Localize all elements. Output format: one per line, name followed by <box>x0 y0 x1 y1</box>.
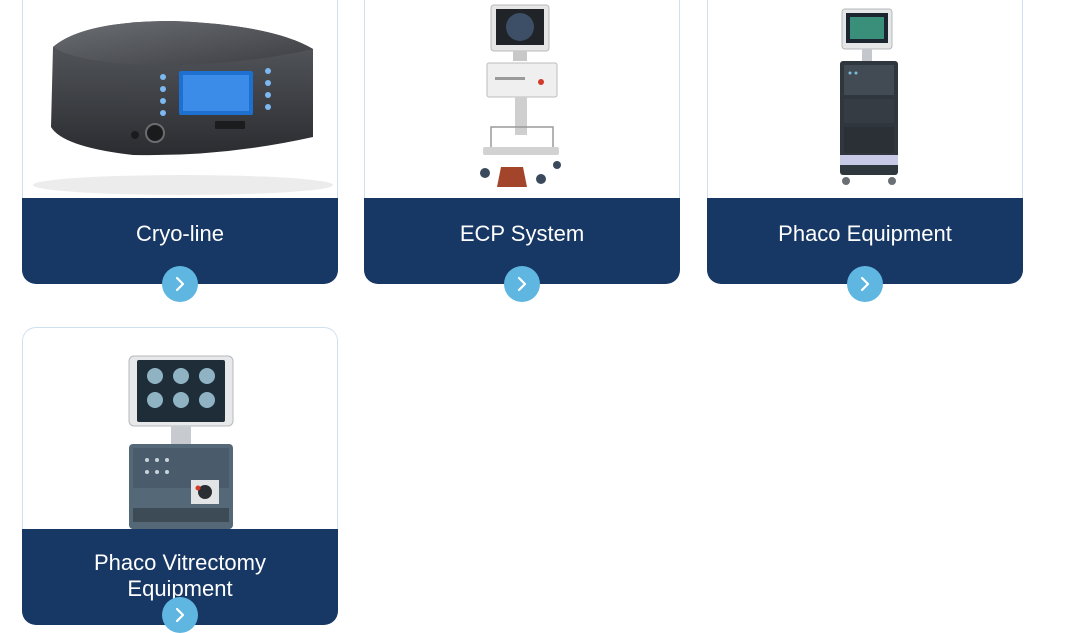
product-card-phaco-equipment[interactable]: Phaco Equipment <box>707 0 1023 302</box>
product-card-phaco-vitrectomy-equipment[interactable]: Phaco Vitrectomy Equipment <box>22 327 338 633</box>
product-image-cryo-line[interactable] <box>23 0 337 198</box>
product-image-phaco-vitrectomy-equipment[interactable] <box>23 328 337 529</box>
product-title: Phaco Vitrectomy Equipment <box>93 550 266 601</box>
product-card-ecp-system[interactable]: ECP System <box>364 0 680 302</box>
product-card-cryo-line[interactable]: Cryo-line <box>22 0 338 302</box>
product-image-ecp-system[interactable] <box>365 0 679 198</box>
view-product-button[interactable] <box>162 597 198 633</box>
product-title: Phaco Equipment <box>778 221 952 246</box>
product-title: Cryo-line <box>135 221 225 246</box>
product-image-phaco-equipment[interactable] <box>708 0 1022 198</box>
view-product-button[interactable] <box>162 266 198 302</box>
chevron-right-icon <box>517 276 527 292</box>
view-product-button[interactable] <box>847 266 883 302</box>
chevron-right-icon <box>175 607 185 623</box>
product-label-bar: ECP System <box>364 198 680 284</box>
chevron-right-icon <box>860 276 870 292</box>
product-title: ECP System <box>459 221 585 246</box>
view-product-button[interactable] <box>504 266 540 302</box>
chevron-right-icon <box>175 276 185 292</box>
